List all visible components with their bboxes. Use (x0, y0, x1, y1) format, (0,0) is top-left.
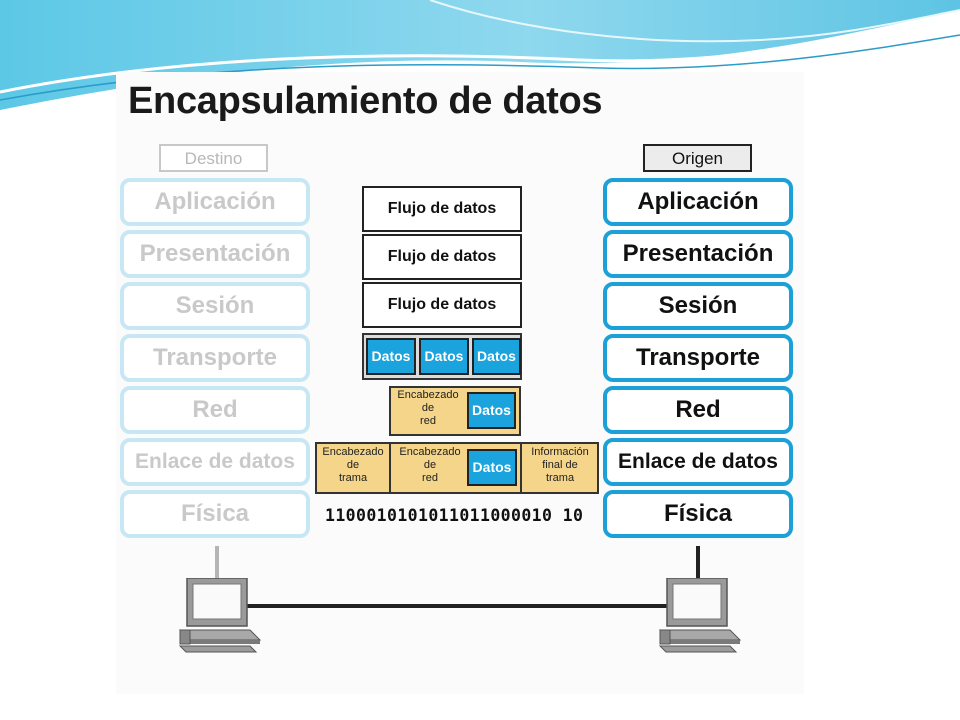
pdu-flujo-presentacion: Flujo de datos (362, 234, 522, 280)
destino-layer-fisica: Física (120, 490, 310, 538)
computer-icon (178, 578, 262, 653)
frame-datos: Datos (467, 449, 517, 486)
destino-layer-red: Red (120, 386, 310, 434)
pdu-bits: 1100010101011011000010 10 (325, 506, 584, 525)
destino-layer-transporte: Transporte (120, 334, 310, 382)
origen-layer-red: Red (603, 386, 793, 434)
segment-datos-3: Datos (472, 338, 521, 375)
destino-label: Destino (159, 144, 268, 172)
computer-icon (658, 578, 742, 653)
origen-layer-enlace: Enlace de datos (603, 438, 793, 486)
origen-cable (696, 546, 700, 582)
origen-layer-transporte: Transporte (603, 334, 793, 382)
destino-cable (215, 546, 219, 582)
frame-header: Encabezado de trama (322, 446, 384, 484)
pdu-flujo-sesion: Flujo de datos (362, 282, 522, 328)
frame-network-header: Encabezado de red (399, 446, 461, 484)
frame-divider (389, 444, 391, 492)
segment-datos-2: Datos (419, 338, 469, 375)
packet-network-header: Encabezado de red (397, 389, 459, 427)
pdu-frame (315, 442, 599, 494)
frame-trailer: Información final de trama (531, 446, 589, 484)
frame-divider (520, 444, 522, 492)
origen-layer-aplicacion: Aplicación (603, 178, 793, 226)
destino-layer-aplicacion: Aplicación (120, 178, 310, 226)
network-link (246, 604, 672, 608)
page-title: Encapsulamiento de datos (128, 80, 603, 122)
origen-layer-sesion: Sesión (603, 282, 793, 330)
destino-layer-enlace: Enlace de datos (120, 438, 310, 486)
origen-layer-presentacion: Presentación (603, 230, 793, 278)
pdu-flujo-aplicacion: Flujo de datos (362, 186, 522, 232)
packet-datos: Datos (467, 392, 516, 429)
destino-layer-presentacion: Presentación (120, 230, 310, 278)
segment-datos-1: Datos (366, 338, 416, 375)
destino-layer-sesion: Sesión (120, 282, 310, 330)
origen-label: Origen (643, 144, 752, 172)
origen-layer-fisica: Física (603, 490, 793, 538)
